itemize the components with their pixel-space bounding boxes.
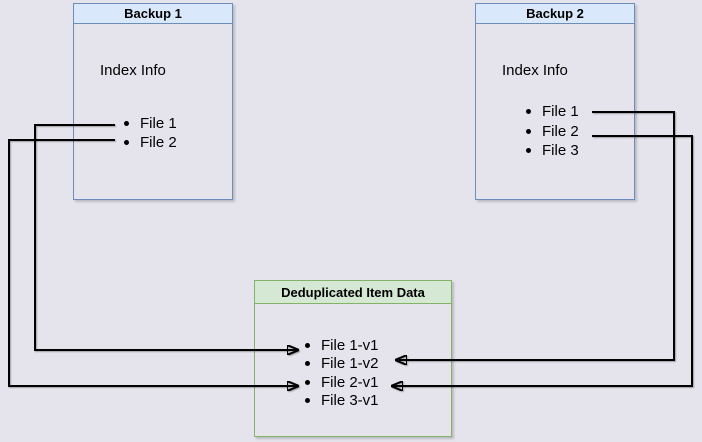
list-item: File 3 bbox=[526, 141, 579, 161]
backup2-file3-label: File 3 bbox=[542, 142, 579, 160]
bullet-icon bbox=[526, 109, 531, 115]
bullet-icon bbox=[305, 342, 310, 348]
bullet-icon bbox=[305, 361, 310, 367]
backup1-box: Backup 1 Index Info File 1 File 2 bbox=[73, 3, 233, 200]
backup1-file2-label: File 2 bbox=[140, 134, 177, 151]
backup2-box: Backup 2 Index Info File 1 File 2 File 3 bbox=[475, 3, 635, 200]
list-item: File 2 bbox=[526, 122, 579, 142]
list-item: File 2-v1 bbox=[305, 373, 379, 392]
list-item: File 1 bbox=[526, 102, 579, 122]
bullet-icon bbox=[305, 398, 310, 404]
backup1-index-label: Index Info bbox=[100, 62, 166, 79]
backup1-file-list: File 1 File 2 bbox=[124, 114, 177, 152]
list-item: File 1-v1 bbox=[305, 336, 379, 355]
dedup-file-list: File 1-v1 File 1-v2 File 2-v1 File 3-v1 bbox=[305, 336, 379, 410]
list-item: File 3-v1 bbox=[305, 392, 379, 411]
backup2-file1-label: File 1 bbox=[542, 103, 579, 121]
list-item: File 1 bbox=[124, 114, 177, 133]
dedup-file3v1-label: File 3-v1 bbox=[321, 392, 379, 410]
bullet-icon bbox=[305, 379, 310, 385]
dedup-file1v1-label: File 1-v1 bbox=[321, 336, 379, 354]
list-item: File 2 bbox=[124, 133, 177, 152]
dedup-file2v1-label: File 2-v1 bbox=[321, 373, 379, 391]
backup1-title: Backup 1 bbox=[74, 4, 232, 24]
backup2-file2-label: File 2 bbox=[542, 122, 579, 140]
deduplicated-item-data-box: Deduplicated Item Data File 1-v1 File 1-… bbox=[254, 280, 452, 437]
bullet-icon bbox=[526, 128, 531, 134]
bullet-icon bbox=[124, 121, 129, 126]
backup2-file-list: File 1 File 2 File 3 bbox=[526, 102, 579, 161]
backup2-index-label: Index Info bbox=[502, 62, 568, 79]
bullet-icon bbox=[526, 148, 531, 154]
dedup-file1v2-label: File 1-v2 bbox=[321, 355, 379, 373]
dedup-title: Deduplicated Item Data bbox=[255, 281, 451, 304]
backup1-file1-label: File 1 bbox=[140, 115, 177, 132]
bullet-icon bbox=[124, 140, 129, 145]
backup2-title: Backup 2 bbox=[476, 4, 634, 24]
list-item: File 1-v2 bbox=[305, 355, 379, 374]
